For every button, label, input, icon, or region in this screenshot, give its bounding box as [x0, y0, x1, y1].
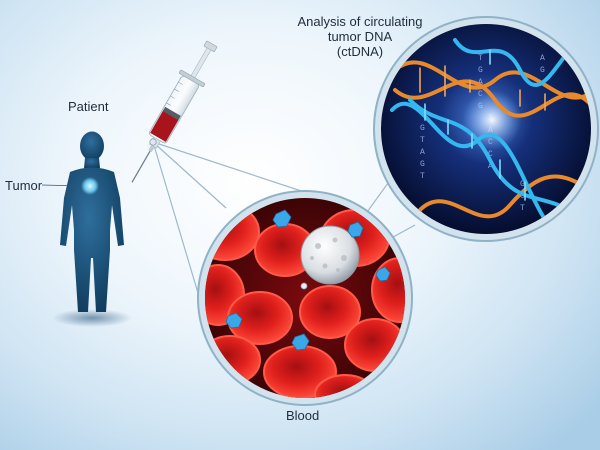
- svg-text:G: G: [420, 160, 425, 169]
- svg-text:A: A: [478, 78, 483, 87]
- white-blood-cell-icon: [300, 225, 360, 285]
- svg-text:G: G: [540, 66, 545, 75]
- human-silhouette-icon: [52, 131, 132, 327]
- svg-text:A: A: [420, 148, 425, 157]
- svg-text:G: G: [478, 66, 483, 75]
- svg-text:G: G: [520, 180, 525, 189]
- svg-text:G: G: [420, 124, 425, 133]
- svg-text:A: A: [540, 54, 545, 63]
- analysis-label-line-1: Analysis of circulating: [297, 14, 423, 29]
- svg-text:T: T: [478, 54, 483, 63]
- injection-point-marker: [149, 138, 157, 146]
- analysis-label: Analysis of circulating tumor DNA (ctDNA…: [270, 14, 450, 59]
- svg-text:A: A: [488, 162, 493, 171]
- tumor-marker: [41, 177, 99, 195]
- svg-text:C: C: [488, 150, 493, 159]
- svg-text:T: T: [420, 172, 425, 181]
- svg-text:C: C: [520, 192, 525, 201]
- syringe-icon: [131, 40, 218, 183]
- tumor-label: Tumor: [5, 178, 43, 193]
- dna-double-helix-icon: [390, 38, 591, 234]
- analysis-label-line-3: (ctDNA): [336, 44, 384, 59]
- svg-text:T: T: [420, 136, 425, 145]
- ctdna-fragment-icon: [225, 209, 391, 351]
- analysis-label-line-2: tumor DNA: [327, 29, 393, 44]
- patient-label: Patient: [68, 99, 109, 114]
- svg-text:T: T: [520, 204, 525, 213]
- dna-lens: T G A C G T A C C A G T A G T G C T A G: [373, 16, 599, 242]
- blood-label: Blood: [286, 408, 320, 423]
- blood-lens: [197, 190, 413, 406]
